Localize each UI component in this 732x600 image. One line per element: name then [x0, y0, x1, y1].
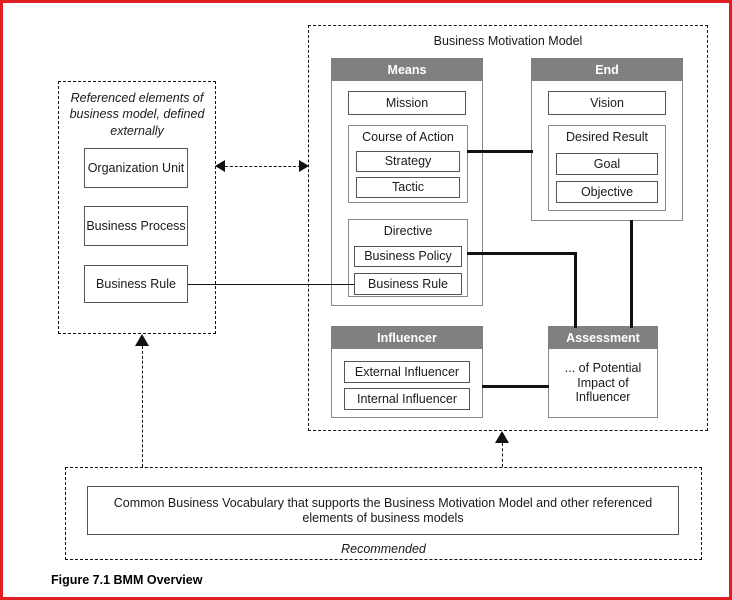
desired-result-title: Desired Result — [566, 130, 648, 144]
box-business-rule-external[interactable]: Business Rule — [84, 265, 188, 303]
connector-panel-bmm-arrow-right — [299, 160, 309, 172]
box-business-rule-directive[interactable]: Business Rule — [354, 273, 462, 295]
box-business-process[interactable]: Business Process — [84, 206, 188, 246]
box-business-policy[interactable]: Business Policy — [354, 246, 462, 267]
figure-caption: Figure 7.1 BMM Overview — [51, 573, 203, 587]
directive-title: Directive — [383, 224, 433, 238]
assessment-header: Assessment — [548, 326, 658, 349]
connector-means-end — [467, 150, 533, 153]
box-external-influencer[interactable]: External Influencer — [344, 361, 470, 383]
course-of-action-title: Course of Action — [362, 130, 454, 144]
influencer-header: Influencer — [331, 326, 483, 349]
connector-panel-bmm-arrow-left — [215, 160, 225, 172]
bmm-title: Business Motivation Model — [433, 34, 583, 48]
box-vision[interactable]: Vision — [548, 91, 666, 115]
box-objective[interactable]: Objective — [556, 181, 658, 203]
connector-directive-assessment-v — [574, 252, 577, 328]
connector-influencer-assessment — [482, 385, 549, 388]
figure-canvas: Referenced elements of business model, d… — [3, 3, 729, 597]
box-internal-influencer[interactable]: Internal Influencer — [344, 388, 470, 410]
box-common-business-vocabulary[interactable]: Common Business Vocabulary that supports… — [87, 486, 679, 535]
box-strategy[interactable]: Strategy — [356, 151, 460, 172]
end-header: End — [531, 58, 683, 81]
means-header: Means — [331, 58, 483, 81]
box-mission[interactable]: Mission — [348, 91, 466, 115]
connector-business-rule — [188, 284, 354, 285]
box-organization-unit[interactable]: Organization Unit — [84, 148, 188, 188]
assessment-body: ... of Potential Impact of Influencer — [548, 349, 658, 418]
connector-vocab-panel-arrow — [135, 334, 149, 346]
connector-vocab-panel-line — [142, 346, 143, 467]
referenced-elements-note: Referenced elements of business model, d… — [69, 91, 205, 138]
box-goal[interactable]: Goal — [556, 153, 658, 175]
connector-directive-assessment-h — [467, 252, 577, 255]
box-tactic[interactable]: Tactic — [356, 177, 460, 198]
vocabulary-recommended-label: Recommended — [341, 542, 426, 556]
connector-panel-bmm-line — [225, 166, 301, 167]
connector-vocab-bmm-arrow — [495, 431, 509, 443]
connector-end-assessment — [630, 220, 633, 328]
connector-vocab-bmm-line — [502, 443, 503, 467]
